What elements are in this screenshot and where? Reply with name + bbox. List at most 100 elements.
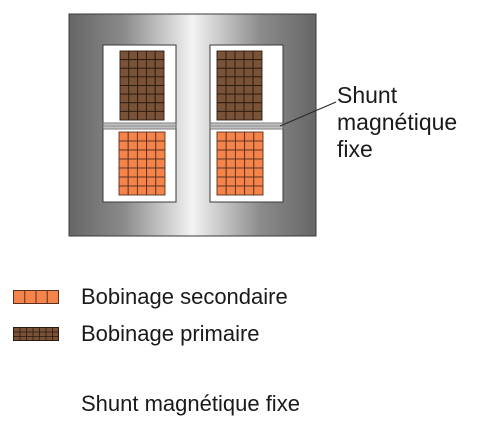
shunt-callout-line-2: magnétique <box>337 109 458 135</box>
primary-winding-cell <box>252 110 263 121</box>
secondary-winding-cell <box>118 140 129 151</box>
secondary-winding-cell <box>225 158 236 169</box>
primary-winding-cell <box>234 110 245 121</box>
secondary-winding-cell <box>146 158 157 169</box>
primary-winding-cell <box>225 50 236 61</box>
primary-winding-cell <box>137 76 147 86</box>
secondary-winding-cell <box>244 149 255 160</box>
primary-winding-cell <box>243 110 254 121</box>
primary-winding-cell <box>216 76 227 86</box>
primary-winding-cell <box>137 50 147 61</box>
primary-winding-cell <box>243 50 254 61</box>
primary-winding-cell <box>119 76 130 86</box>
primary-winding-cell <box>145 102 156 112</box>
secondary-winding-cell <box>118 176 129 187</box>
secondary-winding-cell <box>253 140 264 151</box>
primary-winding-cell <box>252 59 263 69</box>
primary-winding-cell <box>145 67 156 78</box>
secondary-winding-cell <box>225 149 236 160</box>
primary-winding-cell <box>128 102 139 112</box>
secondary-winding-cell <box>216 131 227 142</box>
secondary-winding-cell <box>146 140 157 151</box>
secondary-winding-cell <box>155 185 166 196</box>
primary-winding-cell <box>234 50 245 61</box>
primary-winding-cell <box>216 50 227 61</box>
primary-winding-cell <box>154 59 165 69</box>
secondary-winding-cell <box>244 176 255 187</box>
primary-winding-cell <box>119 93 130 104</box>
secondary-winding-cell <box>225 185 236 196</box>
primary-winding-cell <box>216 93 227 104</box>
primary-winding-cell <box>234 93 245 104</box>
magnetic-shunt-right <box>209 122 284 130</box>
magnetic-shunt-left <box>102 122 177 130</box>
secondary-winding-cell <box>225 131 236 142</box>
secondary-winding-cell <box>136 158 148 169</box>
secondary-winding-cell <box>234 185 246 196</box>
shunt-callout-line-1: Shunt <box>337 82 398 108</box>
secondary-winding-cell <box>253 158 264 169</box>
secondary-winding-cell <box>118 131 129 142</box>
primary-winding-cell <box>243 93 254 104</box>
primary-winding-cell <box>137 110 147 121</box>
secondary-winding-cell <box>146 176 157 187</box>
secondary-winding-cell <box>127 131 138 142</box>
transformer-diagram <box>68 13 337 237</box>
legend-label-shunt: Shunt magnétique fixe <box>81 391 300 416</box>
secondary-winding-cell <box>155 176 166 187</box>
primary-winding-cell <box>234 102 245 112</box>
secondary-winding-cell <box>216 176 227 187</box>
primary-winding-cell <box>145 93 156 104</box>
primary-winding-cell <box>119 110 130 121</box>
secondary-winding-cell <box>146 131 157 142</box>
primary-winding-cell <box>145 76 156 86</box>
shunt-callout-label: Shunt magnétique fixe <box>337 82 477 163</box>
secondary-winding-cell <box>136 131 148 142</box>
secondary-winding-cell <box>225 176 236 187</box>
primary-winding-cell <box>234 59 245 69</box>
primary-winding-cell <box>137 67 147 78</box>
primary-winding-cell <box>225 59 236 69</box>
shunt-callout-line-3: fixe <box>337 136 373 162</box>
primary-winding-cell <box>252 85 263 95</box>
legend-label-primary: Bobinage primaire <box>81 321 260 346</box>
primary-winding-cell <box>154 93 165 104</box>
secondary-winding-cell <box>253 176 264 187</box>
secondary-winding-cell <box>253 167 264 178</box>
secondary-winding-cell <box>216 140 227 151</box>
primary-winding-cell <box>154 85 165 95</box>
secondary-winding-cell <box>127 158 138 169</box>
secondary-winding-cell <box>244 185 255 196</box>
secondary-winding-cell <box>216 167 227 178</box>
secondary-winding-cell <box>216 149 227 160</box>
primary-winding-cell <box>137 93 147 104</box>
primary-winding-cell <box>119 50 130 61</box>
secondary-winding-cell <box>234 176 246 187</box>
secondary-winding-cell <box>253 131 264 142</box>
primary-winding-cell <box>128 50 139 61</box>
secondary-winding-cell <box>216 158 227 169</box>
legend-label-secondary: Bobinage secondaire <box>81 284 288 309</box>
primary-winding-cell <box>119 102 130 112</box>
primary-winding-cell <box>145 59 156 69</box>
secondary-winding-cell <box>136 149 148 160</box>
secondary-winding-cell <box>146 167 157 178</box>
primary-winding-cell <box>252 76 263 86</box>
legend-item-shunt: Shunt magnétique fixe <box>13 389 300 419</box>
primary-winding-cell <box>119 67 130 78</box>
primary-winding-cell <box>128 93 139 104</box>
secondary-winding-cell <box>244 140 255 151</box>
primary-winding-cell <box>225 76 236 86</box>
secondary-winding-cell <box>234 158 246 169</box>
secondary-winding-cell <box>127 176 138 187</box>
primary-winding-cell <box>234 76 245 86</box>
primary-winding-cell <box>154 110 165 121</box>
secondary-winding-cell <box>146 149 157 160</box>
primary-winding-cell <box>216 102 227 112</box>
primary-winding-cell <box>137 59 147 69</box>
shunt-callout-line <box>279 101 337 127</box>
secondary-winding-left <box>118 131 166 196</box>
primary-winding-cell <box>119 59 130 69</box>
secondary-winding-cell <box>234 131 246 142</box>
primary-winding-cell <box>119 85 130 95</box>
